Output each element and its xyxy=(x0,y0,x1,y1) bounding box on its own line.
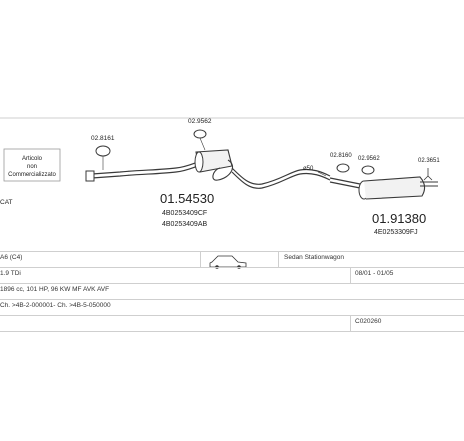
model-cell: A6 (C4) xyxy=(0,254,23,261)
info-row-engine: 1.9 TDi 08/01 - 01/05 xyxy=(0,267,464,283)
right-clamp-b-number: 02.9562 xyxy=(358,156,380,162)
front-part-ref1: 4B0253409CF xyxy=(162,210,207,217)
engine-cell: 1.9 TDi xyxy=(0,270,21,277)
rear-inlet-pipe xyxy=(329,177,361,185)
note-box xyxy=(3,148,61,182)
left-clamp-number: 02.8161 xyxy=(91,135,115,142)
front-part-ref2: 4B0253409AB xyxy=(162,221,207,228)
chassis-cell: Ch. >4B-2-000001- Ch. >4B-5-050000 xyxy=(0,302,111,309)
rear-muffler xyxy=(363,176,426,200)
sedan-car-icon xyxy=(209,255,247,268)
rear-part-number: 01.91380 xyxy=(372,211,426,226)
front-pipe xyxy=(91,161,199,175)
s-bend-pipe xyxy=(212,159,233,181)
mid-clamp-leader xyxy=(199,137,206,151)
divider-d xyxy=(350,315,351,331)
front-part-number: 01.54530 xyxy=(160,191,214,206)
dates-cell: 08/01 - 01/05 xyxy=(355,270,394,277)
right-clamp-a-number: 02.8160 xyxy=(330,153,352,159)
rear-inlet-pipe-lower xyxy=(329,181,361,189)
body-type-cell: Sedan Stationwagon xyxy=(284,254,344,261)
right-clamp-a-icon xyxy=(336,163,350,173)
left-clamp-icon xyxy=(95,145,111,157)
mid-clamp-icon xyxy=(193,129,207,139)
divider-c xyxy=(350,267,351,283)
table-bottom-border xyxy=(0,331,464,332)
mid-clamp-number: 02.9562 xyxy=(188,118,212,125)
note-line-2: non xyxy=(27,164,37,170)
middle-pipe-lower xyxy=(231,171,331,189)
front-flange xyxy=(85,170,95,182)
divider-b xyxy=(278,251,279,267)
front-pipe-lower xyxy=(91,165,199,179)
catalog-code-cell: C020260 xyxy=(355,318,382,325)
rear-part-ref1: 4E0253309FJ xyxy=(374,229,418,236)
pipe-diameter-leader xyxy=(317,171,327,177)
right-clamp-b-icon xyxy=(361,165,375,175)
info-row-model: A6 (C4) Sedan Stationwagon xyxy=(0,251,464,267)
cat-label: CAT xyxy=(0,199,13,206)
note-line-1: Articolo xyxy=(22,156,43,162)
right-hanger-number: 02.3651 xyxy=(418,158,440,164)
right-hanger-icon xyxy=(423,168,433,181)
info-row-code: C020260 xyxy=(0,315,464,331)
spec-cell: 1896 cc, 101 HP, 96 KW MF AVK AVF xyxy=(0,286,110,293)
info-row-spec: 1896 cc, 101 HP, 96 KW MF AVK AVF xyxy=(0,283,464,299)
note-line-3: Commercializzato xyxy=(8,172,56,178)
middle-pipe xyxy=(231,167,331,185)
info-row-chassis: Ch. >4B-2-000001- Ch. >4B-5-050000 xyxy=(0,299,464,315)
divider-a xyxy=(200,251,201,267)
centre-muffler-end xyxy=(194,151,204,173)
pipe-diameter-label: ø50 xyxy=(303,166,314,172)
